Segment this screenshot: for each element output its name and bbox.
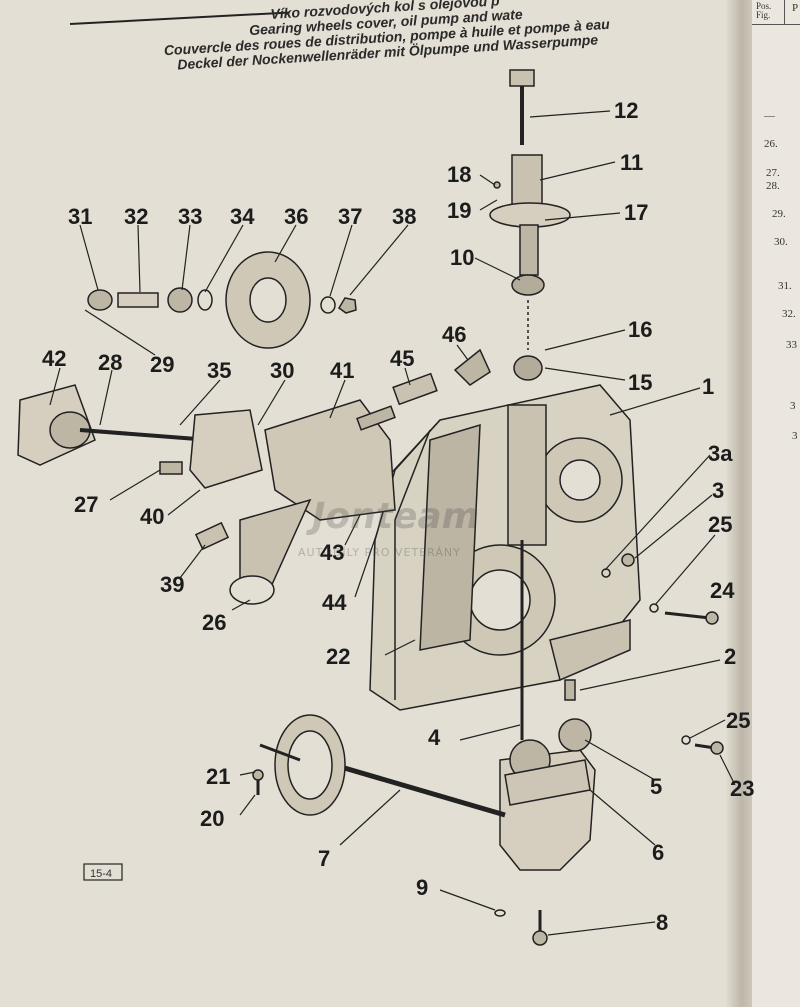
- gear-cover-housing: [369, 384, 641, 711]
- leader-lines: [49, 110, 736, 936]
- adjacent-header-fig: Fig.: [756, 10, 771, 20]
- part-label: 21: [206, 764, 230, 789]
- part-label: 29: [150, 352, 174, 377]
- part-label: 34: [230, 204, 255, 229]
- part-label: 17: [624, 200, 648, 225]
- part-label: 18: [447, 162, 471, 187]
- adjacent-row: 30.: [774, 236, 788, 248]
- part-label: 41: [330, 358, 354, 383]
- part-label: 43: [320, 540, 344, 565]
- part-label: 40: [140, 504, 164, 529]
- part-label: 20: [200, 806, 224, 831]
- figure-reference-label: 15-4: [90, 868, 112, 880]
- adjacent-header-divider: [784, 0, 785, 24]
- part-label: 39: [160, 572, 184, 597]
- water-pump-assembly: [17, 348, 491, 605]
- fasteners: [252, 181, 724, 946]
- part-label: 10: [450, 245, 474, 270]
- adjacent-header-pos: Pos.: [756, 1, 772, 11]
- adjacent-row: 33: [786, 339, 797, 351]
- adjacent-row: 29.: [772, 208, 786, 220]
- page-fold: [725, 0, 755, 1007]
- part-label: 1: [702, 374, 714, 399]
- part-label: 24: [710, 578, 735, 603]
- exploded-view-drawing: Jonteam AUTODÍLY PRO VETERÁNY 12 11 17 1…: [17, 69, 754, 946]
- part-label: 46: [442, 322, 466, 347]
- part-label: 23: [730, 776, 754, 801]
- oil-strainer-pipe: [259, 714, 506, 818]
- adjacent-row: —: [764, 110, 775, 122]
- part-label: 38: [392, 204, 416, 229]
- part-label: 22: [326, 644, 350, 669]
- part-label: 42: [42, 346, 66, 371]
- part-label: 25: [708, 512, 732, 537]
- part-label: 30: [270, 358, 294, 383]
- part-label: 11: [620, 150, 643, 175]
- part-label: 27: [74, 492, 98, 517]
- watermark-logo: Jonteam: [306, 496, 479, 537]
- part-label: 36: [284, 204, 308, 229]
- part-label: 12: [614, 98, 638, 123]
- part-label: 19: [447, 198, 471, 223]
- part-label: 32: [124, 204, 148, 229]
- part-label: 5: [650, 774, 662, 799]
- adjacent-header-rule: [752, 24, 800, 25]
- part-label: 7: [318, 846, 330, 871]
- water-pump-pulley: [87, 251, 357, 349]
- part-label: 33: [178, 204, 202, 229]
- part-label: 3a: [708, 441, 733, 466]
- adjacent-row: 3: [790, 400, 796, 412]
- adjacent-row: 27.: [766, 167, 780, 179]
- adjacent-row: 32.: [782, 308, 796, 320]
- part-label: 3: [712, 478, 724, 503]
- part-label: 37: [338, 204, 362, 229]
- part-number-labels: 12 11 17 18 19 10 16 15 1 3a 3 25 24 2 2…: [42, 98, 754, 935]
- part-label: 26: [202, 610, 226, 635]
- adjacent-header-p: P: [792, 2, 799, 14]
- figure-reference: 15-4: [83, 863, 123, 881]
- part-label: 9: [416, 875, 428, 900]
- part-label: 44: [322, 590, 347, 615]
- part-label: 25: [726, 708, 750, 733]
- part-label: 4: [428, 725, 441, 750]
- part-label: 31: [68, 204, 92, 229]
- oil-pump-body: [499, 718, 596, 871]
- part-label: 8: [656, 910, 668, 935]
- part-label: 15: [628, 370, 652, 395]
- part-label: 35: [207, 358, 231, 383]
- adjacent-row: 26.: [764, 138, 778, 150]
- adjacent-row: 31.: [778, 280, 792, 292]
- part-label: 6: [652, 840, 664, 865]
- adjacent-row: 28.: [766, 180, 780, 192]
- part-label: 16: [628, 317, 652, 342]
- part-label: 28: [98, 350, 122, 375]
- part-label: 2: [724, 644, 736, 669]
- adjacent-page: Pos. Fig. P — 26. 27. 28. 29. 30. 31. 32…: [752, 0, 800, 1007]
- part-label: 45: [390, 346, 414, 371]
- adjacent-row: 3: [792, 430, 798, 442]
- watermark-subtitle: AUTODÍLY PRO VETERÁNY: [298, 546, 461, 559]
- distributor-drive: [489, 69, 571, 381]
